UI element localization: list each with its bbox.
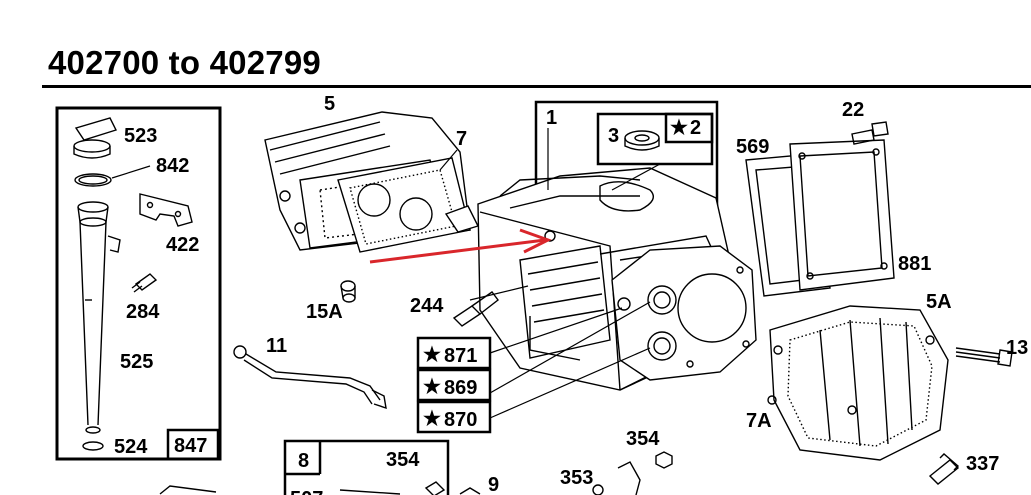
- label-7A: 7A: [746, 410, 772, 432]
- star-869: ★: [423, 376, 441, 398]
- crankcase-cover-drawing: [767, 305, 1013, 485]
- label-3: 3: [608, 125, 619, 147]
- leader-7: [439, 149, 458, 171]
- label-7: 7: [456, 128, 467, 150]
- label-569: 569: [736, 136, 769, 158]
- label-525: 525: [120, 351, 153, 373]
- label-842: 842: [156, 155, 189, 177]
- label-422: 422: [166, 234, 199, 256]
- page-title: 402700 to 402799: [48, 44, 321, 81]
- star-part-boxes: [416, 336, 492, 434]
- leader-seal: [611, 163, 661, 191]
- label-507: 507: [290, 488, 323, 495]
- leader-244: [469, 285, 529, 301]
- box-847: [166, 428, 220, 461]
- label-354-box: 354: [386, 449, 420, 471]
- star-2-box: [664, 112, 714, 144]
- label-869: 869: [444, 377, 477, 399]
- label-5: 5: [324, 93, 335, 115]
- label-337: 337: [966, 453, 999, 475]
- label-881: 881: [898, 253, 931, 275]
- label-2: 2: [690, 117, 701, 139]
- label-524: 524: [114, 436, 148, 458]
- title-rule: [42, 85, 1031, 88]
- small-parts-drawing: [233, 280, 499, 410]
- star-871: ★: [423, 344, 441, 366]
- label-244: 244: [410, 295, 444, 317]
- breather-cover-drawing: [745, 121, 895, 297]
- bottom-parts-drawing: [159, 451, 673, 495]
- label-871: 871: [444, 345, 477, 367]
- engine-block-drawing: [477, 167, 757, 391]
- label-22: 22: [842, 99, 864, 121]
- dipstick-group-box: [55, 106, 222, 461]
- label-284: 284: [126, 301, 160, 323]
- part-number-labels: 523 842 422 284 525 524 5 7 1 3 2 569 22…: [114, 93, 1028, 495]
- label-13: 13: [1006, 337, 1028, 359]
- label-354-right: 354: [626, 428, 660, 450]
- oil-seal-drawing: [624, 130, 660, 151]
- dipstick-tube-drawing: [73, 117, 193, 451]
- label-9: 9: [488, 474, 499, 495]
- label-1: 1: [546, 107, 557, 129]
- label-5A: 5A: [926, 291, 952, 313]
- label-11: 11: [266, 335, 287, 357]
- red-annotation-arrow: [369, 228, 552, 264]
- star-870: ★: [423, 408, 441, 430]
- dipstick-leaders: [111, 165, 151, 179]
- label-870: 870: [444, 409, 477, 431]
- label-15A: 15A: [306, 301, 343, 323]
- star-2: ★: [670, 117, 688, 139]
- label-8: 8: [298, 450, 309, 472]
- label-353: 353: [560, 467, 593, 489]
- governor-group-box: [283, 439, 450, 495]
- star-part-leaders: [489, 301, 651, 419]
- label-847: 847: [174, 435, 207, 457]
- cylinder-head-drawing: [264, 111, 479, 253]
- label-523: 523: [124, 125, 157, 147]
